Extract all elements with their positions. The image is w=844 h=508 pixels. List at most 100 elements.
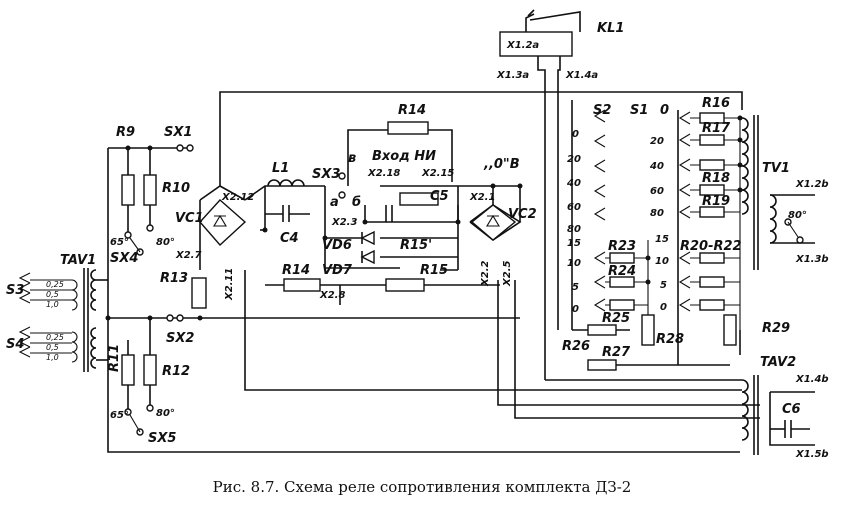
diode-icon <box>486 214 500 227</box>
label-kl1: KL1 <box>597 21 624 36</box>
label-r23: R23 <box>608 239 636 254</box>
label-s3: S3 <box>6 283 24 298</box>
resistor-r27 <box>587 359 617 371</box>
label-r20-r22: R20-R22 <box>680 239 742 254</box>
s2-tap-0b: 0 <box>572 304 579 315</box>
label-r25: R25 <box>602 311 630 326</box>
diode-vd6 <box>360 230 375 246</box>
figure-caption: Рис. 8.7. Схема реле сопротивления компл… <box>212 478 632 496</box>
label-65-a: 65° <box>110 237 129 248</box>
transformer-tav2 <box>741 375 815 455</box>
label-s4: S4 <box>6 337 24 352</box>
resistor-r25 <box>587 324 617 336</box>
resistor-r16 <box>699 112 725 124</box>
label-80-b: 80° <box>156 408 175 419</box>
resistor-r24 <box>609 276 635 288</box>
bridge-vc1 <box>199 199 247 247</box>
label-r15: R15 <box>420 263 448 278</box>
s1-tap-20: 20 <box>650 136 664 147</box>
label-x13b: X1.3b <box>795 254 829 265</box>
label-r26: R26 <box>562 339 590 354</box>
label-x27: X2.7 <box>175 250 201 261</box>
label-r28: R28 <box>656 332 684 347</box>
label-sx3-v: в <box>348 151 356 166</box>
resistor-r10 <box>143 174 157 206</box>
label-x12b: X1.2b <box>795 179 829 190</box>
s4-tap-0: 0,25 <box>46 333 64 342</box>
label-r17: R17 <box>702 121 731 136</box>
label-tav1: TAV1 <box>60 253 96 268</box>
inductor-l1 <box>267 179 305 187</box>
label-x13a: X1.3a <box>496 70 529 81</box>
label-x212: X2.12 <box>221 192 254 203</box>
label-vc1: VC1 <box>175 211 204 226</box>
capacitor-c5 <box>385 205 393 222</box>
label-sx4: SX4 <box>110 251 138 266</box>
label-r29: R29 <box>762 321 790 336</box>
resistor-r18 <box>699 159 725 171</box>
switch-contacts <box>124 144 804 436</box>
selector-tap-arrows <box>18 109 691 358</box>
s1-tap-10: 10 <box>655 256 669 267</box>
resistor-r19b <box>699 206 725 218</box>
transformer-tav1 <box>71 268 97 372</box>
label-x22: X2.2 <box>480 261 491 287</box>
s2-tap-5: 5 <box>572 282 579 293</box>
label-x14b: X1.4b <box>795 374 829 385</box>
label-r15-prime: R15' <box>400 238 432 253</box>
resistor-r23 <box>609 252 635 264</box>
label-x215: X2.15 <box>421 168 454 179</box>
label-s2: S2 <box>593 103 611 118</box>
label-sx2: SX2 <box>166 331 194 346</box>
s2-tap-20: 20 <box>567 154 581 165</box>
junction-dots <box>105 115 743 321</box>
capacitor-c4 <box>265 205 310 222</box>
label-x23: X2.3 <box>331 217 357 228</box>
label-r12: R12 <box>162 364 190 379</box>
s3-tap-0: 0,25 <box>46 280 64 289</box>
label-r16: R16 <box>702 96 730 111</box>
label-r27: R27 <box>602 345 631 360</box>
relay-contact-icon <box>525 9 535 32</box>
label-x14a: X1.4a <box>565 70 598 81</box>
label-sx3-b: б <box>352 195 361 210</box>
resistor-r9-branch <box>121 174 135 206</box>
label-vd7: VD7 <box>322 263 353 278</box>
resistor-r17 <box>699 134 725 146</box>
resistor-r19 <box>699 184 725 196</box>
s2-tap-60: 60 <box>567 202 581 213</box>
resistor-r28 <box>641 314 655 346</box>
label-r9: R9 <box>116 125 135 140</box>
label-tav2: TAV2 <box>760 355 796 370</box>
label-r24: R24 <box>608 264 636 279</box>
resistor-r21 <box>699 276 725 288</box>
label-vc2: VC2 <box>508 207 537 222</box>
label-80-c: 80° <box>788 210 807 221</box>
resistor-r14-mid <box>283 278 321 292</box>
bridge-vc2 <box>470 204 517 241</box>
resistor-r15 <box>385 278 425 292</box>
label-r13: R13 <box>160 271 188 286</box>
label-l1: L1 <box>272 161 289 176</box>
label-vhod: Вход НИ <box>372 149 436 164</box>
s1-tap-80: 80 <box>650 208 664 219</box>
label-r18: R18 <box>702 171 730 186</box>
relay-kl1-contact-box <box>499 31 573 57</box>
label-x25: X2.5 <box>502 261 513 287</box>
s1-tap-5: 5 <box>660 280 667 291</box>
label-x12a: X1.2a <box>506 40 539 51</box>
label-r14-mid: R14 <box>282 263 310 278</box>
label-x28: X2.8 <box>319 290 345 301</box>
resistor-r20 <box>699 252 725 264</box>
resistor-r12 <box>143 354 157 386</box>
wiring <box>96 11 760 453</box>
label-tv1: TV1 <box>762 161 790 176</box>
s2-tap-15: 15 <box>567 238 581 249</box>
s2-tap-40: 40 <box>566 178 581 189</box>
label-r11: R11 <box>107 344 122 372</box>
label-c4: C4 <box>280 231 299 246</box>
s1-tap-40: 40 <box>649 161 664 172</box>
label-x21: X2.1 <box>469 192 495 203</box>
resistor-r29 <box>723 314 737 346</box>
